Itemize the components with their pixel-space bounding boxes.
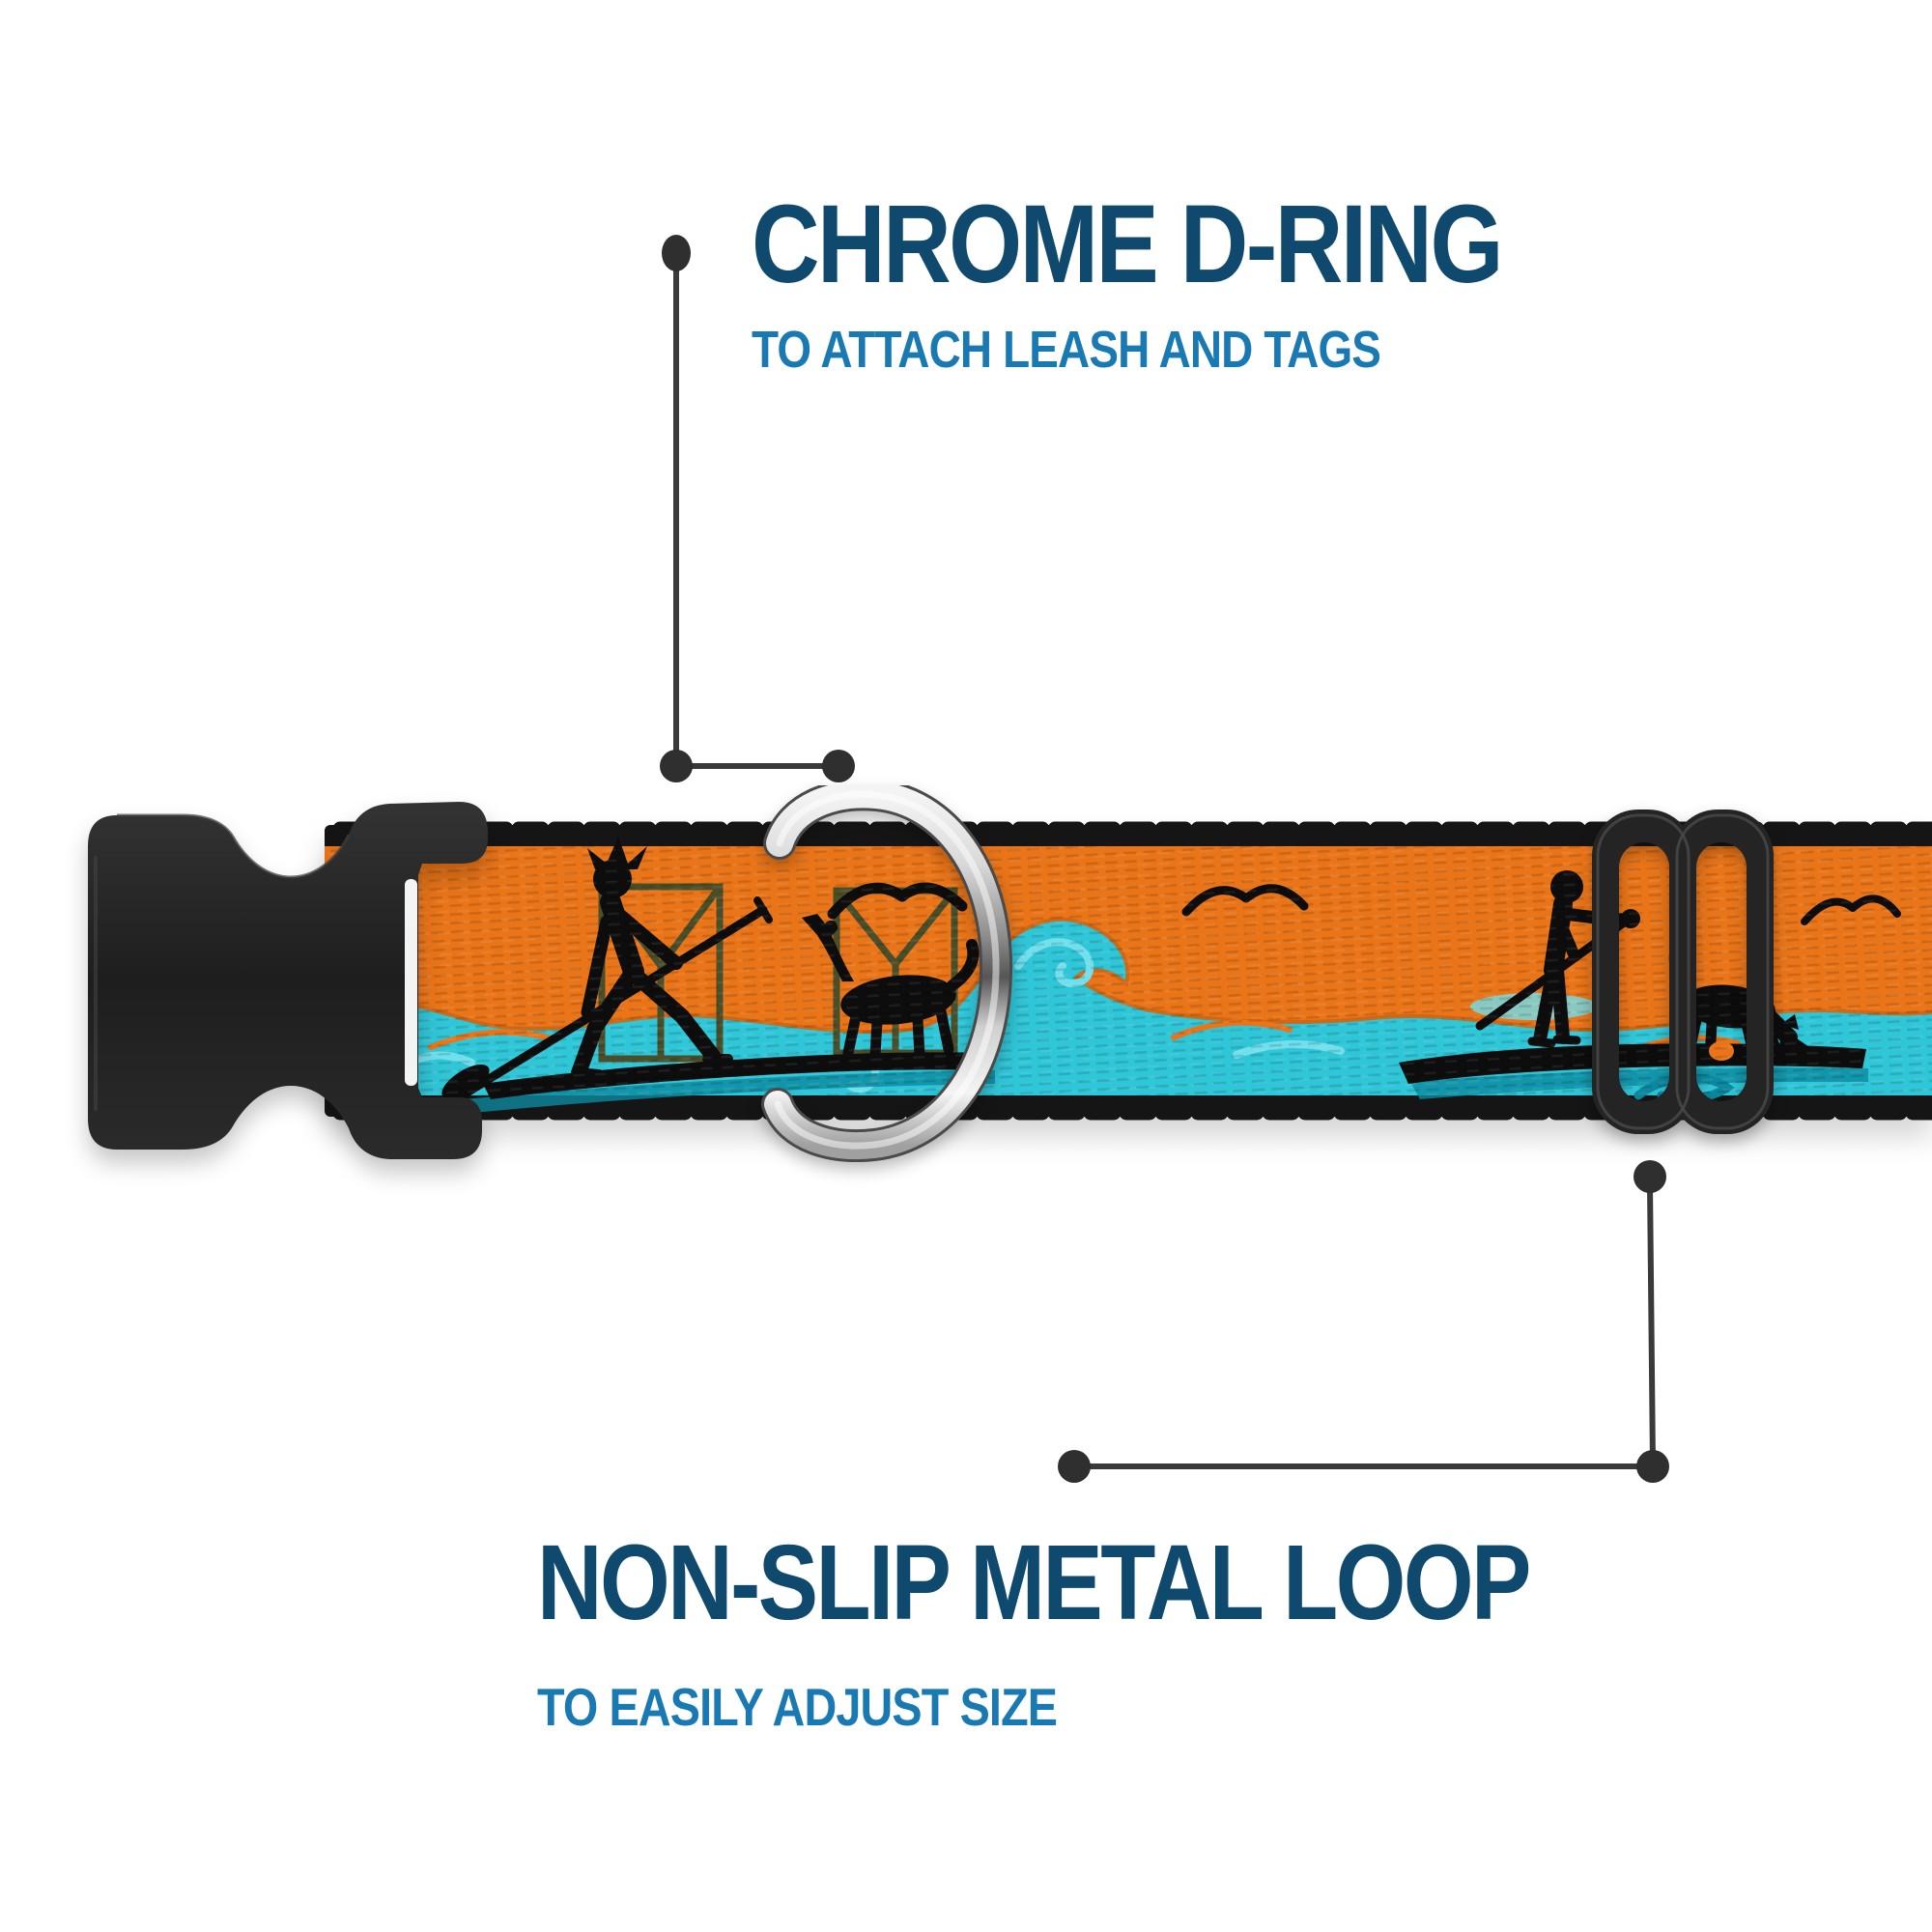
buckle-slot-highlight [405, 879, 417, 1086]
loop-title: NON-SLIP METAL LOOP [537, 1523, 1531, 1642]
chrome-d-ring [761, 785, 1013, 1162]
top-elbow-dot [660, 750, 693, 782]
dring-annotation: CHROME D-RING TO ATTACH LEASH AND TAGS [752, 183, 1634, 379]
dring-title: CHROME D-RING [752, 183, 1504, 306]
bottom-elbow-dot [1636, 1450, 1669, 1483]
side-release-buckle [88, 802, 488, 1159]
bottom-callout-dot [1058, 1450, 1091, 1483]
loop-subtitle: TO EASILY ADJUST SIZE [537, 1677, 1058, 1737]
dring-subtitle: TO ATTACH LEASH AND TAGS [752, 321, 1381, 379]
loop-pointer-dot [1634, 1160, 1666, 1193]
dring-pointer-dot [822, 750, 855, 782]
loop-annotation: NON-SLIP METAL LOOP TO EASILY ADJUST SIZ… [537, 1530, 1704, 1734]
non-slip-metal-loop [1592, 810, 1774, 1134]
top-callout-dot [662, 235, 691, 271]
